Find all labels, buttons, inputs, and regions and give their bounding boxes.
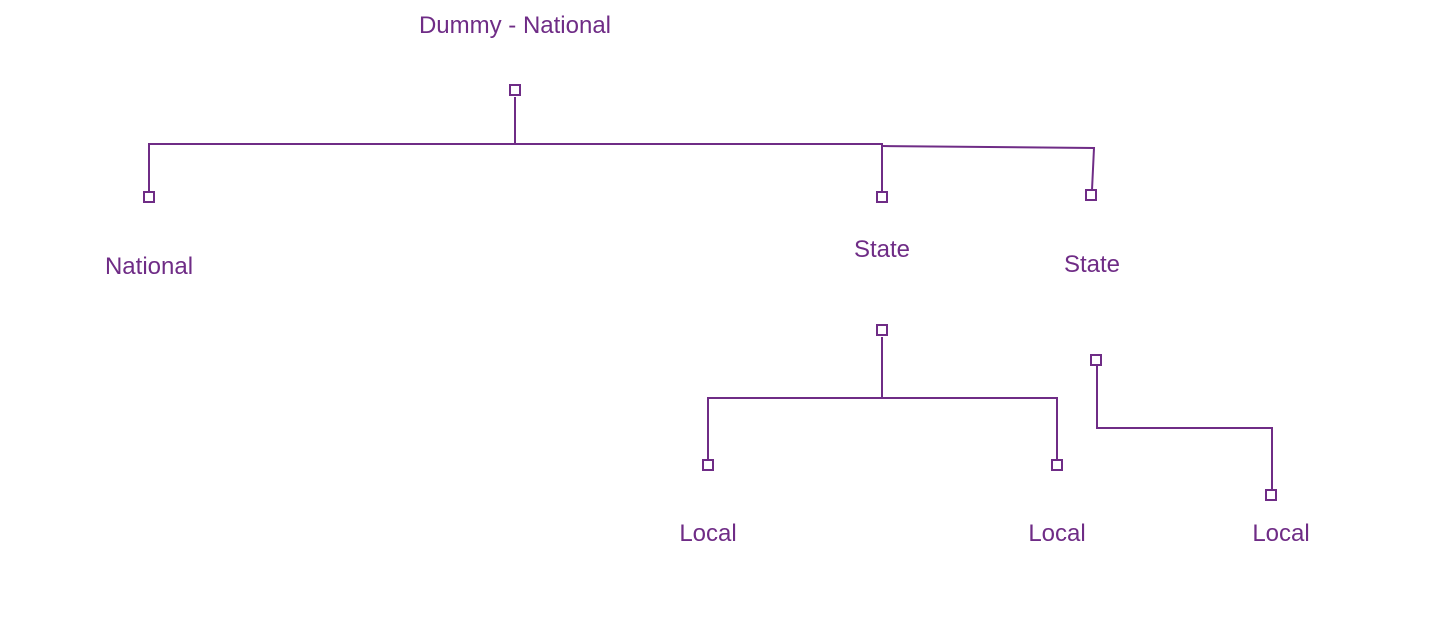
local-1-top-handle[interactable] (702, 459, 714, 471)
local-3-top-handle[interactable] (1265, 489, 1277, 501)
node-label-state-2[interactable]: State (1064, 251, 1120, 278)
connector-root-state-2 (881, 145, 1096, 191)
connector-root-national (148, 143, 515, 191)
node-label-local-1[interactable]: Local (679, 520, 736, 547)
node-label-national[interactable]: National (105, 253, 193, 280)
state-1-bottom-handle[interactable] (876, 324, 888, 336)
national-top-handle[interactable] (143, 191, 155, 203)
node-label-state-1[interactable]: State (854, 236, 910, 263)
node-label-root[interactable]: Dummy - National (419, 12, 611, 39)
state-2-top-handle[interactable] (1085, 189, 1097, 201)
root-bottom-handle[interactable] (509, 84, 521, 96)
connection-handles (143, 84, 1277, 501)
node-labels: Dummy - National National State State Lo… (105, 12, 1310, 547)
node-label-local-2[interactable]: Local (1028, 520, 1085, 547)
state-1-top-handle[interactable] (876, 191, 888, 203)
connector-lines (148, 97, 1273, 489)
connector-state-2-local-3 (1096, 366, 1273, 489)
state-2-bottom-handle[interactable] (1090, 354, 1102, 366)
local-2-top-handle[interactable] (1051, 459, 1063, 471)
connector-state-1-local-2 (882, 397, 1058, 459)
connector-state-1-local-1 (707, 397, 882, 459)
connector-root-state-1 (515, 143, 883, 191)
node-label-local-3[interactable]: Local (1252, 520, 1309, 547)
